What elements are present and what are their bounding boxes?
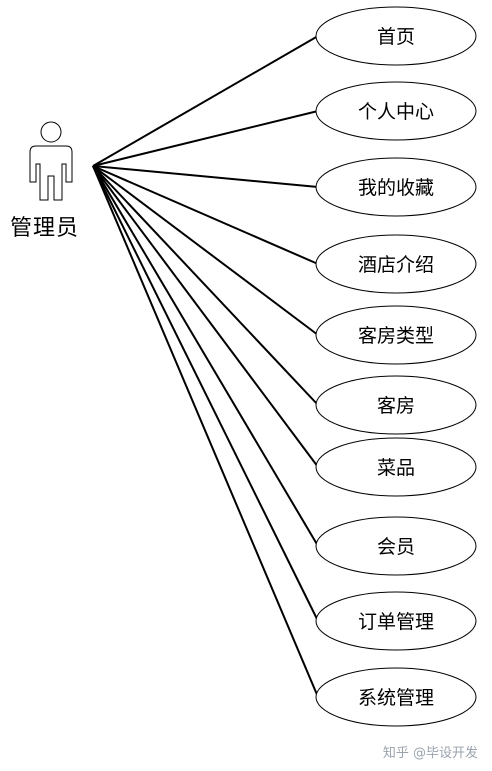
use-case-label: 系统管理 bbox=[358, 687, 434, 709]
use-case: 订单管理 bbox=[315, 591, 477, 651]
watermark-text: 知乎 @毕设开发 bbox=[382, 746, 478, 761]
use-case-ellipse bbox=[315, 81, 477, 141]
association-line bbox=[92, 35, 319, 167]
association-line bbox=[92, 165, 319, 468]
use-case-ellipse bbox=[315, 305, 477, 365]
association-line bbox=[92, 165, 319, 188]
actor-body bbox=[29, 145, 73, 201]
use-case: 个人中心 bbox=[315, 81, 477, 141]
association-line bbox=[92, 165, 319, 265]
use-case-label: 菜品 bbox=[377, 457, 415, 479]
use-case-ellipse bbox=[315, 667, 477, 727]
association-lines bbox=[92, 35, 319, 698]
association-line bbox=[92, 165, 319, 547]
use-case-label: 订单管理 bbox=[358, 611, 434, 633]
use-case-ellipse bbox=[315, 157, 477, 217]
association-line bbox=[92, 165, 319, 336]
association-line bbox=[92, 165, 319, 698]
use-case-ellipse bbox=[315, 437, 477, 497]
association-line bbox=[92, 165, 319, 622]
use-case-label: 首页 bbox=[377, 26, 415, 48]
actor-label: 管理员 bbox=[10, 216, 80, 241]
use-case: 首页 bbox=[315, 6, 477, 66]
use-case: 系统管理 bbox=[315, 667, 477, 727]
association-line bbox=[92, 165, 319, 406]
use-case-label: 客房 bbox=[377, 395, 415, 417]
use-case-ellipse bbox=[315, 6, 477, 66]
use-case-label: 酒店介绍 bbox=[358, 254, 434, 276]
use-case-ellipse bbox=[315, 516, 477, 576]
association-line bbox=[92, 110, 319, 167]
use-case: 酒店介绍 bbox=[315, 234, 477, 294]
use-case-ellipse bbox=[315, 234, 477, 294]
use-case-label: 会员 bbox=[377, 536, 415, 558]
use-case-label: 个人中心 bbox=[358, 101, 434, 123]
use-case: 客房类型 bbox=[315, 305, 477, 365]
use-case: 我的收藏 bbox=[315, 157, 477, 217]
use-case-ellipse bbox=[315, 591, 477, 651]
use-case: 客房 bbox=[315, 375, 477, 435]
use-case: 菜品 bbox=[315, 437, 477, 497]
use-case-ellipse bbox=[315, 375, 477, 435]
use-case: 会员 bbox=[315, 516, 477, 576]
use-case-label: 客房类型 bbox=[358, 325, 434, 347]
actor-figure-icon bbox=[29, 121, 73, 201]
actor-head bbox=[40, 121, 62, 143]
use-case-label: 我的收藏 bbox=[358, 177, 434, 199]
